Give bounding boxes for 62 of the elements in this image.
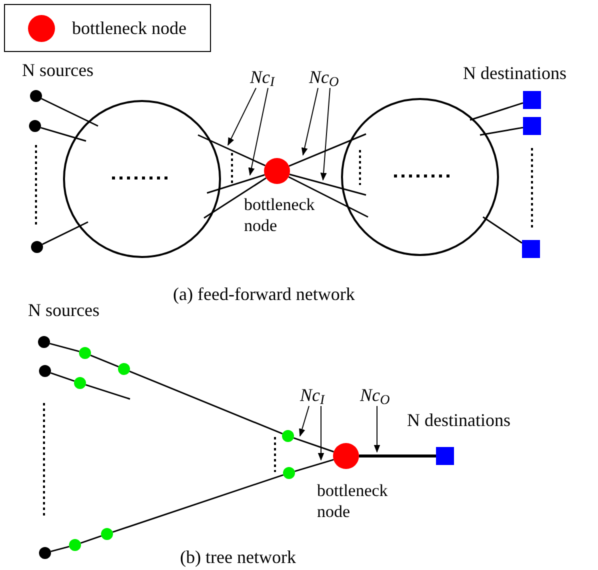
link-line <box>40 126 86 142</box>
source-node <box>29 120 41 132</box>
text-label: N destinations <box>463 62 566 84</box>
link-line <box>206 174 265 194</box>
intermediate-node <box>283 467 295 479</box>
link-line <box>198 134 266 166</box>
link-line <box>294 459 334 472</box>
capacity-label: Nc$_{O}$ <box>360 384 390 406</box>
destination-node <box>522 240 540 258</box>
link-line <box>90 354 119 368</box>
intermediate-node <box>118 363 130 375</box>
link-line <box>50 342 80 352</box>
source-node <box>39 365 51 377</box>
link-line <box>288 176 368 218</box>
intermediate-node <box>101 528 113 540</box>
text-label: N destinations <box>407 409 510 431</box>
link-line <box>80 535 102 544</box>
link-line <box>288 133 366 167</box>
link-line <box>482 216 522 244</box>
source-node <box>38 336 50 348</box>
link-line <box>50 372 75 382</box>
text-label: N sources <box>22 59 94 81</box>
link-line <box>112 474 284 533</box>
link-line <box>129 370 283 434</box>
link-line <box>480 126 524 136</box>
link-line <box>41 98 98 127</box>
intermediate-node <box>79 347 91 359</box>
source-node <box>31 241 43 253</box>
leader-arrow <box>374 406 380 453</box>
link-line <box>50 546 70 552</box>
leader-arrow <box>318 406 324 461</box>
node-caption: bottleneck node <box>244 194 316 236</box>
leader-arrow <box>320 88 330 181</box>
leader-arrow <box>301 88 318 156</box>
bottleneck-node <box>333 443 359 469</box>
source-node <box>39 547 51 559</box>
text-label: (b) tree network <box>180 546 296 568</box>
intermediate-node <box>74 377 86 389</box>
text-label: (a) feed-forward network <box>173 283 355 305</box>
source-node <box>30 90 42 102</box>
destination-node <box>436 447 454 465</box>
link-line <box>470 102 524 121</box>
link-line <box>293 437 334 452</box>
thick-link <box>359 454 436 458</box>
capacity-label: Nc$_{O}$ <box>309 66 339 88</box>
link-line <box>204 177 266 219</box>
intermediate-node <box>282 430 294 442</box>
capacity-label: Nc$_{I}$ <box>300 384 324 406</box>
link-line <box>85 384 130 400</box>
link-line <box>42 221 88 246</box>
node-caption: bottleneck node <box>317 480 389 522</box>
leader-arrow <box>228 88 256 146</box>
capacity-label: Nc$_{I}$ <box>250 66 274 88</box>
legend-label: bottleneck node <box>72 16 186 40</box>
leader-arrow <box>299 406 310 437</box>
destination-node <box>523 91 541 109</box>
destination-node <box>523 117 541 135</box>
text-label: N sources <box>28 299 100 321</box>
leader-arrow <box>248 88 268 176</box>
bottleneck-node <box>264 158 290 184</box>
link-line <box>289 174 366 196</box>
intermediate-node <box>69 539 81 551</box>
